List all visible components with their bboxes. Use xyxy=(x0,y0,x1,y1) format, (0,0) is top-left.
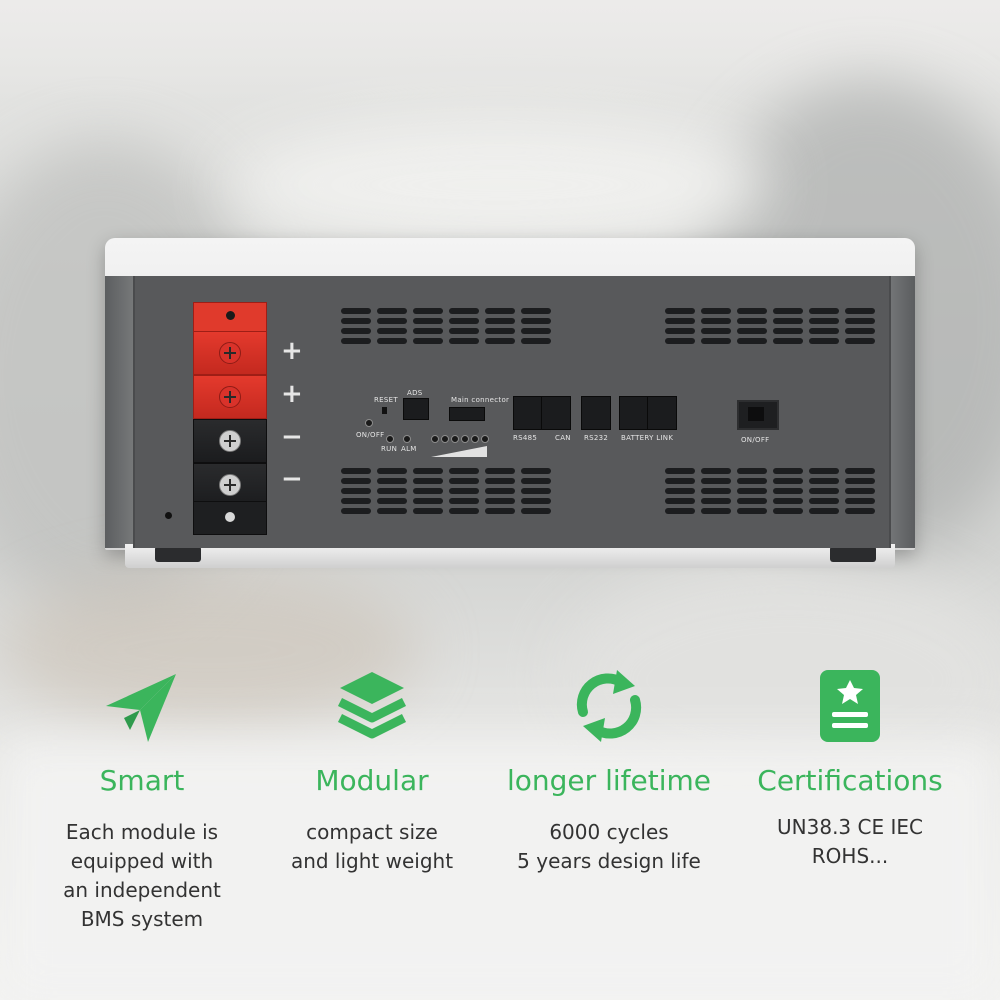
power-switch[interactable] xyxy=(737,400,779,430)
plus-sign-1: + xyxy=(281,336,303,366)
front-panel: + + − − xyxy=(133,276,891,548)
layers-icon xyxy=(337,672,407,739)
negative-terminal-base xyxy=(193,501,267,535)
alm-led xyxy=(403,435,411,443)
rs232-label: RS232 xyxy=(584,434,609,442)
feature-description: compact size and light weight xyxy=(290,820,454,873)
vent-grille-top-right xyxy=(665,308,875,344)
feature-description: 6000 cycles 5 years design life xyxy=(517,820,701,873)
minus-sign-2: − xyxy=(281,464,303,494)
paper-plane-icon xyxy=(106,674,176,742)
soc-led-6 xyxy=(481,435,489,443)
feature-title: Modular xyxy=(315,764,429,797)
positive-terminal-1 xyxy=(193,331,267,375)
run-label: RUN xyxy=(381,445,398,453)
feature-description: Each module is equipped with an independ… xyxy=(63,820,221,931)
main-connector-label: Main connector xyxy=(451,396,510,404)
feature-title: longer lifetime xyxy=(507,764,711,797)
positive-terminal-cap xyxy=(193,302,267,332)
battery-link-port-2[interactable] xyxy=(647,396,677,430)
soc-led-1 xyxy=(431,435,439,443)
ads-switch[interactable] xyxy=(403,398,429,420)
negative-terminal-2 xyxy=(193,463,267,507)
rs232-port[interactable] xyxy=(581,396,611,430)
can-label: CAN xyxy=(555,434,571,442)
feature-row: Smart Each module is equipped with an in… xyxy=(0,650,1000,950)
plus-sign-2: + xyxy=(281,379,303,409)
soc-indicator-ramp xyxy=(431,446,487,457)
battery-link-label: BATTERY LINK xyxy=(621,434,674,442)
power-switch-label: ON/OFF xyxy=(741,436,770,444)
refresh-cycle-icon xyxy=(576,670,642,742)
soc-led-5 xyxy=(471,435,479,443)
battery-link-port-1[interactable] xyxy=(619,396,649,430)
on-off-small-label: ON/OFF xyxy=(356,431,385,439)
vent-grille-top-left xyxy=(341,308,551,344)
feature-title: Smart xyxy=(99,764,185,797)
on-off-small-button[interactable] xyxy=(365,419,373,427)
feature-title: Certifications xyxy=(757,764,943,797)
reset-button[interactable] xyxy=(382,407,387,414)
rs485-port[interactable] xyxy=(513,396,543,430)
certificate-icon xyxy=(820,670,880,742)
negative-terminal-1 xyxy=(193,419,267,463)
can-port[interactable] xyxy=(541,396,571,430)
positive-terminal-2 xyxy=(193,375,267,419)
feature-description: UN38.3 CE IEC ROHS... xyxy=(777,815,923,868)
minus-sign-1: − xyxy=(281,422,303,452)
alm-label: ALM xyxy=(401,445,417,453)
soc-led-3 xyxy=(451,435,459,443)
main-connector-port xyxy=(449,407,485,421)
run-led xyxy=(386,435,394,443)
reset-label: RESET xyxy=(374,396,398,404)
soc-led-2 xyxy=(441,435,449,443)
ads-label: ADS xyxy=(407,389,423,397)
battery-unit-image: + + − − xyxy=(105,238,915,570)
vent-grille-bottom-right xyxy=(665,468,875,514)
soc-led-4 xyxy=(461,435,469,443)
rs485-label: RS485 xyxy=(513,434,538,442)
vent-grille-bottom-left xyxy=(341,468,551,514)
